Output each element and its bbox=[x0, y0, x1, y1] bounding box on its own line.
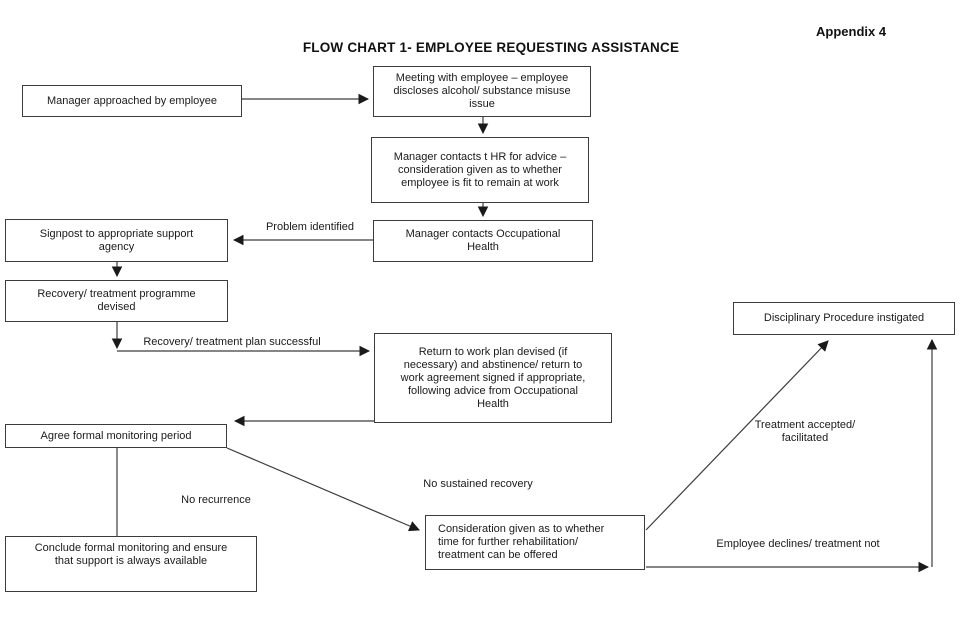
edge-label-no-sustained-recovery: No sustained recovery bbox=[423, 478, 533, 490]
edge-no-sustained-recovery bbox=[226, 447, 420, 532]
edge-label-employee-declines: Employee declines/ treatment not bbox=[716, 538, 880, 550]
node-recovery-programme: Recovery/ treatment programme devised bbox=[5, 280, 228, 322]
node-manager-contacts-hr: Manager contacts t HR for advice – consi… bbox=[371, 137, 589, 203]
edge-label-plan-successful: Recovery/ treatment plan successful bbox=[143, 336, 321, 348]
node-return-to-work-plan: Return to work plan devised (if necessar… bbox=[374, 333, 612, 423]
node-disciplinary-procedure: Disciplinary Procedure instigated bbox=[733, 302, 955, 335]
edge-label-treatment-accepted: Treatment accepted/ facilitated bbox=[754, 419, 856, 444]
node-conclude-monitoring: Conclude formal monitoring and ensure th… bbox=[5, 536, 257, 592]
node-consideration-rehabilitation: Consideration given as to whether time f… bbox=[425, 515, 645, 570]
appendix-label: Appendix 4 bbox=[816, 24, 887, 39]
node-agree-monitoring-period: Agree formal monitoring period bbox=[5, 424, 227, 448]
node-meeting-disclosure: Meeting with employee – employee disclos… bbox=[373, 66, 591, 117]
node-manager-approached: Manager approached by employee bbox=[22, 85, 242, 117]
page-title: FLOW CHART 1- EMPLOYEE REQUESTING ASSIST… bbox=[302, 40, 680, 55]
edge-label-no-recurrence: No recurrence bbox=[181, 494, 251, 506]
node-manager-contacts-occupational-health: Manager contacts Occupational Health bbox=[373, 220, 593, 262]
edge-label-problem-identified: Problem identified bbox=[265, 221, 355, 233]
node-signpost-support-agency: Signpost to appropriate support agency bbox=[5, 219, 228, 262]
